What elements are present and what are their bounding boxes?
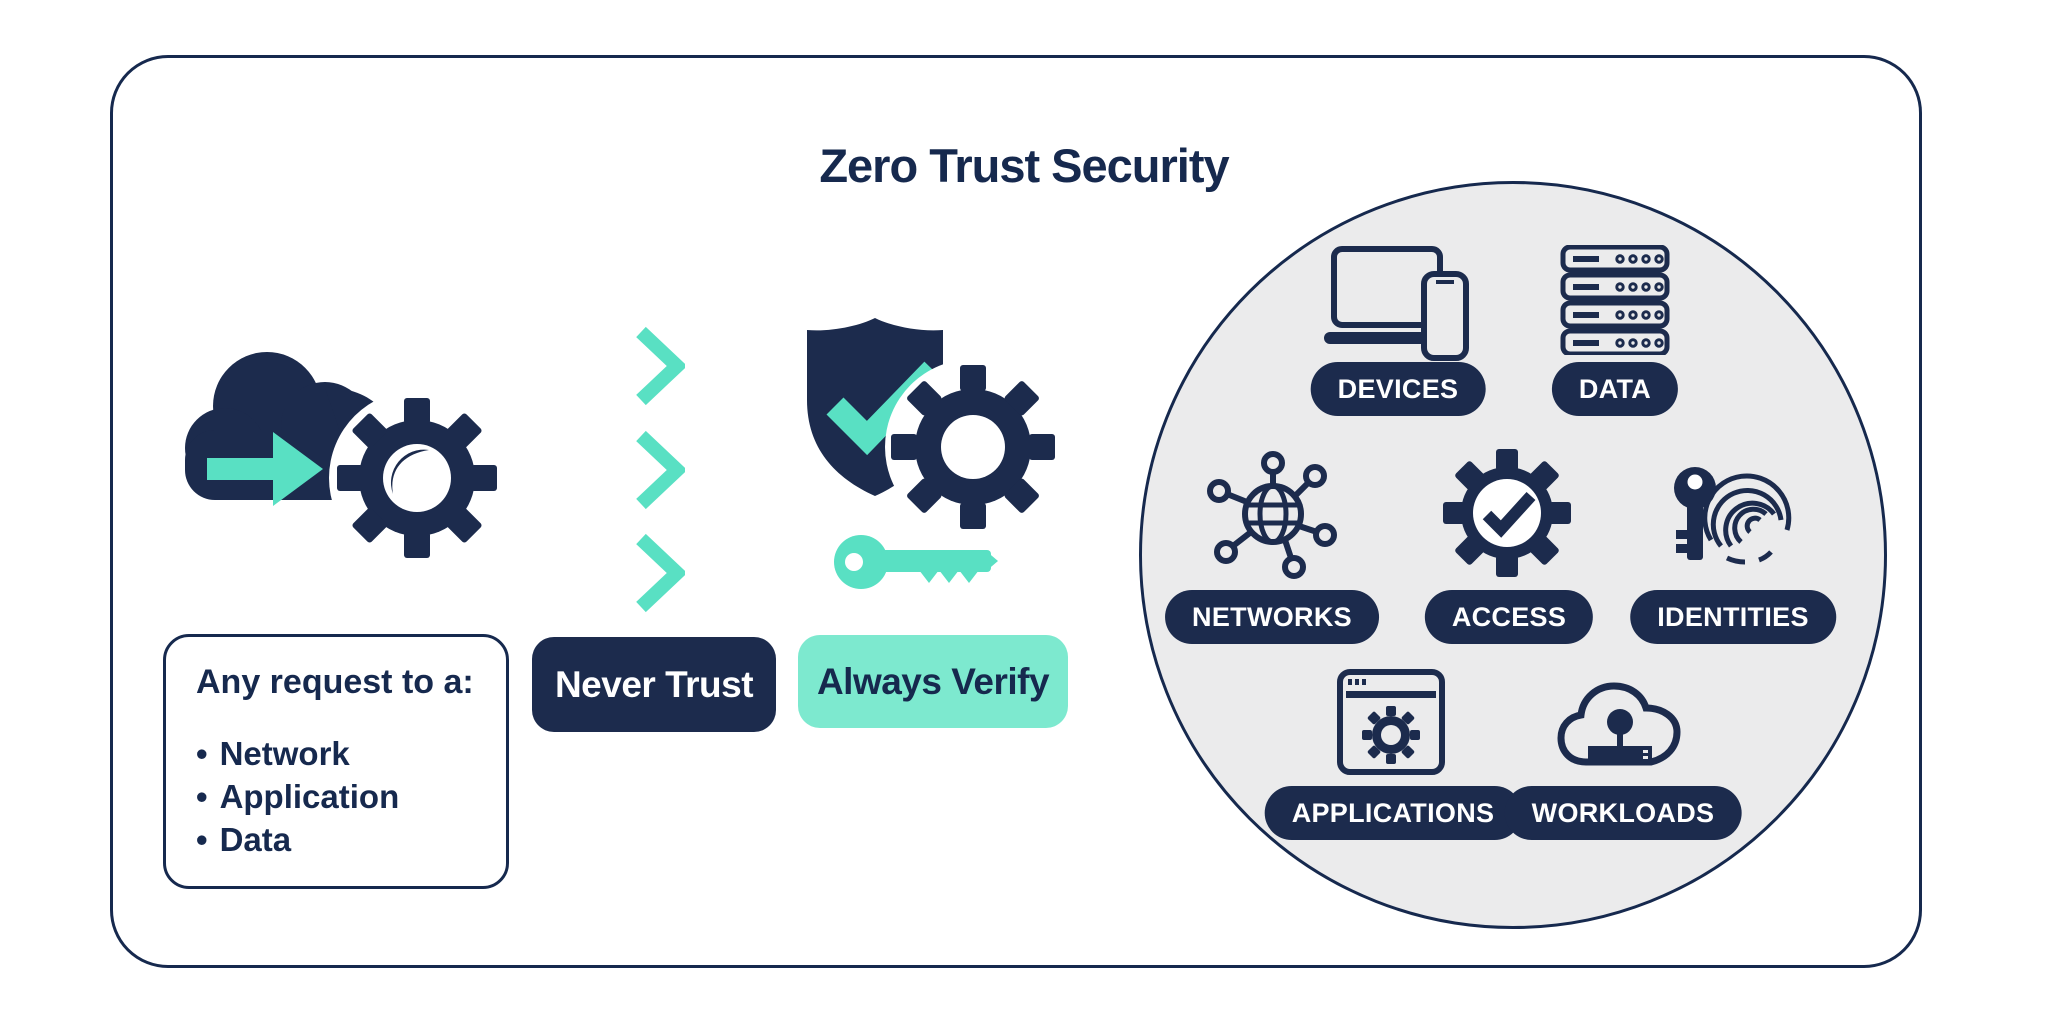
page-title: Zero Trust Security [819,139,1229,192]
pill-label: IDENTITIES [1657,601,1809,632]
list-item-label: Data [219,821,292,858]
list-item: • Application [196,775,486,818]
cloud-request-icon [175,328,505,563]
identities-icon [1671,458,1796,578]
bullet-icon: • [196,778,208,815]
fingerprint-shape [1702,473,1792,565]
access-icon [1440,446,1575,581]
never-trust-button: Never Trust [532,637,776,732]
key-icon [833,518,998,606]
gear-icon [885,359,1060,535]
applications-icon [1336,668,1446,776]
list-item: • Data [196,818,486,861]
devices-icon [1324,244,1474,362]
chevron-right-icon [633,326,685,406]
request-box-heading: Any request to a: [196,663,474,701]
label-access: ACCESS [1424,590,1594,644]
shield-check-icon [795,308,1060,536]
label-identities: IDENTITIES [1630,590,1836,644]
arrow-right-icon [207,432,323,506]
pill-label: ACCESS [1451,601,1567,632]
bullet-icon: • [196,735,208,772]
chevron-right-icon [633,533,685,613]
request-box: Any request to a: • Network • Applicatio… [163,634,509,889]
label-workloads: WORKLOADS [1504,786,1742,840]
workloads-icon [1556,668,1686,778]
label-data: DATA [1551,362,1679,416]
label-devices: DEVICES [1310,362,1486,416]
list-item: • Network [196,732,486,775]
networks-icon [1201,446,1341,586]
never-trust-label: Never Trust [554,663,754,705]
bullet-icon: • [196,821,208,858]
list-item-label: Application [219,778,400,815]
pill-label: WORKLOADS [1531,797,1715,828]
always-verify-button: Always Verify [798,635,1068,728]
pill-label: APPLICATIONS [1291,797,1495,828]
pill-label: DEVICES [1337,373,1459,404]
list-item-label: Network [219,735,350,772]
label-applications: APPLICATIONS [1264,786,1522,840]
pill-label: NETWORKS [1192,601,1352,632]
label-networks: NETWORKS [1165,590,1379,644]
key-shape [1674,467,1716,560]
pill-label: DATA [1578,373,1652,404]
chevron-right-icon [633,430,685,510]
gear-icon [329,390,505,563]
always-verify-label: Always Verify [816,660,1050,702]
data-icon [1560,245,1670,355]
